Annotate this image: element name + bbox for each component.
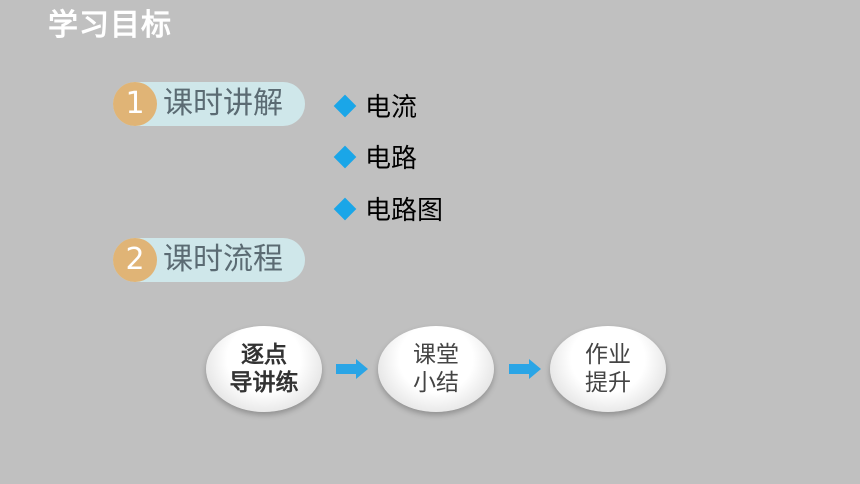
arrow-right-icon <box>509 359 541 379</box>
page-title: 学习目标 <box>48 8 172 43</box>
flow-step-line1: 作业 <box>585 342 631 368</box>
flow-step-line2: 提升 <box>585 370 631 396</box>
flow-step-line1: 逐点 <box>241 342 287 368</box>
topic-label: 电路图 <box>365 196 444 226</box>
topic-label: 电路 <box>365 144 418 174</box>
flow-step-button[interactable]: 课堂 小结 <box>378 326 494 412</box>
topic-item: 电流 <box>332 92 417 124</box>
flow-step-line2: 导讲练 <box>229 370 299 396</box>
diamond-bullet-icon <box>333 145 357 168</box>
topic-item: 电路 <box>332 143 417 175</box>
flow-step-button[interactable]: 作业 提升 <box>550 326 666 412</box>
diamond-bullet-icon <box>333 94 357 117</box>
section-2-badge: 2 课时流程 <box>113 238 305 282</box>
section-number: 1 <box>113 82 157 126</box>
topic-label: 电流 <box>365 93 418 123</box>
arrow-right-icon <box>336 359 368 379</box>
topic-item: 电路图 <box>332 195 443 227</box>
section-label: 课时流程 <box>163 242 283 277</box>
flow-step-line2: 小结 <box>413 370 459 396</box>
flow-step-line1: 课堂 <box>413 342 459 368</box>
section-label: 课时讲解 <box>163 86 283 121</box>
flow-step-button[interactable]: 逐点 导讲练 <box>206 326 322 412</box>
section-number: 2 <box>113 238 157 282</box>
diamond-bullet-icon <box>333 197 357 220</box>
section-1-badge: 1 课时讲解 <box>113 82 305 126</box>
